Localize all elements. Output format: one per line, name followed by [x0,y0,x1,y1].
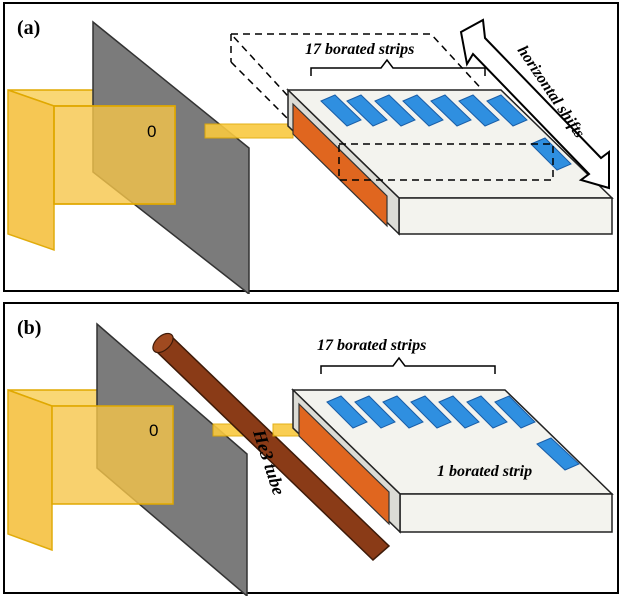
neutron-beam [204,123,294,139]
source-box-front [51,405,174,505]
source-marker: 0 [149,421,158,440]
single-strip [536,437,580,471]
source-box-front [53,105,176,205]
panel-b: (b) 0 He3 tube [3,302,619,596]
strip [494,395,536,429]
strip [430,94,472,127]
strips-label: 17 borated strips [305,41,414,58]
strip [530,137,572,171]
strip [410,395,452,429]
strips-brace [310,58,486,76]
borated-strips [320,94,572,171]
strip [326,395,368,429]
strip [458,94,500,127]
strip [346,94,388,127]
he3-tube [152,332,391,562]
strip [382,395,424,429]
strips-brace [320,356,496,374]
panel-a-diagram: (a) 0 [7,17,614,294]
strip [374,94,416,127]
panel-b-diagram: (b) 0 He3 tube [7,317,614,596]
panel-b-label: (b) [17,317,41,339]
strip [486,94,528,127]
single-strip-label: 1 borated strip [437,463,532,480]
strip [320,94,362,127]
borated-strips [326,395,580,471]
shift-arrow [459,18,610,190]
strip [354,395,396,429]
strips-label: 17 borated strips [317,337,426,354]
panel-a-label: (a) [17,17,40,39]
panel-a: (a) 0 [3,2,619,294]
strip [438,395,480,429]
strip [466,395,508,429]
strip [402,94,444,127]
source-marker: 0 [147,122,156,141]
